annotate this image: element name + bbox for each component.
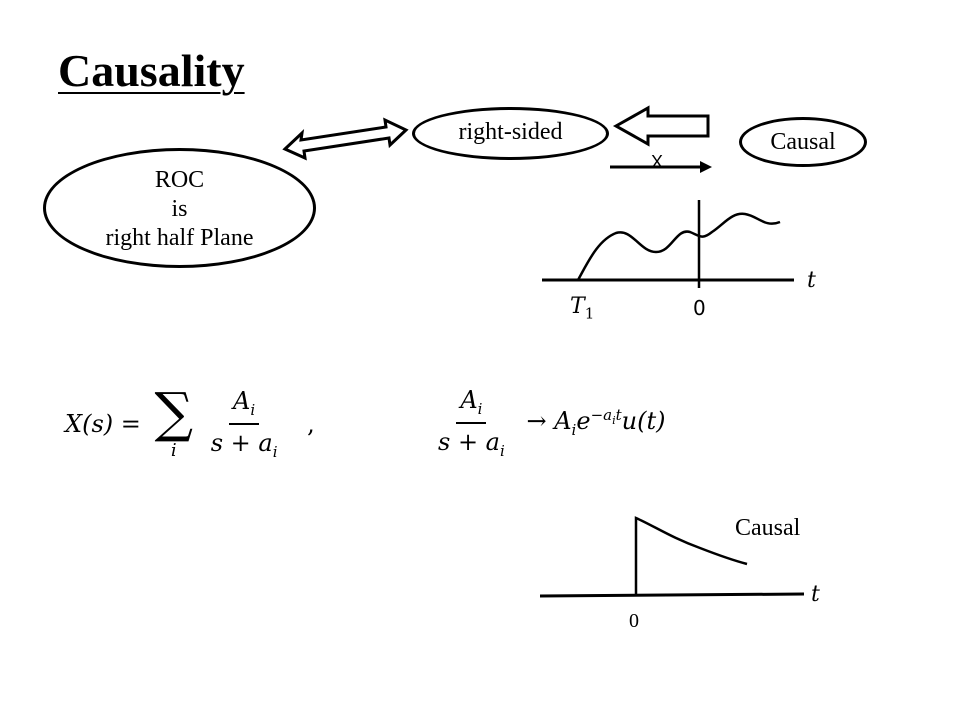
top-t-label: t bbox=[807, 268, 816, 293]
roc-node: ROC is right half Plane bbox=[43, 148, 316, 268]
bottom-t-label: t bbox=[811, 582, 820, 607]
T1-text: T bbox=[570, 294, 585, 319]
sum-index: i bbox=[170, 440, 177, 461]
implies-arrow-left bbox=[612, 105, 710, 147]
cross-mark: X bbox=[651, 152, 664, 172]
causal-label: Causal bbox=[770, 128, 836, 155]
right-sided-signal-plot bbox=[542, 200, 794, 288]
page-title: Causality bbox=[58, 45, 245, 96]
fraction-term-2: Ai s + ai bbox=[438, 386, 505, 460]
right-sided-label: right-sided bbox=[458, 118, 563, 145]
T1-label: T1 bbox=[570, 294, 594, 322]
causal-node: Causal bbox=[739, 117, 867, 167]
causal-signal-plot bbox=[539, 516, 805, 598]
bottom-zero-label: 0 bbox=[629, 610, 639, 632]
causal-caption: Causal bbox=[735, 515, 801, 541]
inverse-transform-result: → Aie−aitu(t) bbox=[526, 406, 666, 440]
fraction-term: Ai s + ai bbox=[210, 386, 278, 461]
formula-comma: , bbox=[307, 409, 315, 438]
T1-subscript: 1 bbox=[584, 304, 595, 323]
right-sided-signal-curve bbox=[576, 212, 781, 281]
top-zero-label: 0 bbox=[693, 296, 706, 320]
bottom-time-axis bbox=[539, 592, 805, 598]
inverse-transform-formula: Ai s + ai → Aie−aitu(t) bbox=[434, 386, 665, 460]
summation: ∑ i bbox=[154, 381, 194, 462]
causal-signal-curve bbox=[634, 516, 748, 596]
sum-symbol: ∑ bbox=[154, 381, 194, 444]
formula-lhs: X(s) = bbox=[65, 409, 141, 438]
equivalence-arrow bbox=[282, 117, 409, 161]
partial-fraction-formula: X(s) = ∑ i Ai s + ai , bbox=[65, 381, 315, 462]
not-implies-arrow bbox=[610, 161, 712, 173]
right-sided-node: right-sided bbox=[412, 107, 609, 160]
roc-label-line2: is bbox=[171, 195, 188, 222]
roc-label-line1: ROC bbox=[154, 166, 205, 193]
roc-label-line3: right half Plane bbox=[105, 224, 254, 251]
